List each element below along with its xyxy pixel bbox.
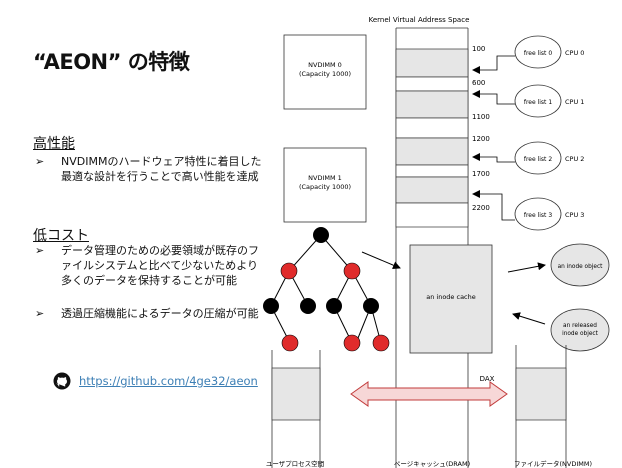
- tree-node-red: [280, 262, 298, 280]
- cpu-3-label: CPU 3: [565, 211, 584, 219]
- label-page-cache: ページキャッシュ(DRAM): [394, 460, 470, 468]
- bullet-marker: ➢: [35, 307, 45, 320]
- bullet-low-cost-2: ➢ 透過圧縮機能によるデータの圧縮が可能: [35, 306, 266, 321]
- nvdimm-1-capacity: (Capacity 1000): [299, 183, 351, 191]
- github-row: https://github.com/4ge32/aeon: [53, 372, 258, 390]
- address-2200: 2200: [472, 204, 490, 212]
- nvdimm-data-block: [515, 367, 567, 421]
- user-space-block: [271, 367, 321, 421]
- dax-label: DAX: [480, 375, 495, 383]
- free-list-0-arrow: [472, 55, 515, 74]
- free-list-2-arrow: [472, 153, 515, 163]
- free-list-3: free list 3 CPU 3: [472, 190, 584, 231]
- bullet-low-cost-1: ➢ データ管理のための必要領域が既存のファイルシステムと比べて少ないためより多く…: [35, 243, 267, 288]
- released-inode-label-2: inode object: [562, 331, 599, 337]
- free-list-1-label: free list 1: [524, 99, 552, 106]
- free-list-0-ellipse: [514, 35, 562, 69]
- free-list-2-ellipse: [514, 141, 562, 175]
- tree-to-cache-arrow: [361, 251, 401, 269]
- bullet-marker: ➢: [35, 155, 45, 168]
- bullet-text: NVDIMMのハードウェア特性に着目した最適な設計を行うことで高い性能を達成: [61, 155, 262, 183]
- inode-object-label: an inode object: [558, 264, 604, 270]
- free-list-3-ellipse: [514, 197, 562, 231]
- tree-node-root: [313, 227, 329, 243]
- kvas-segment-1: [395, 48, 469, 78]
- free-list-1: free list 1 CPU 1: [472, 84, 584, 118]
- address-1200: 1200: [472, 135, 490, 143]
- label-file-data: ファイルデータ(NVDIMM): [514, 459, 592, 468]
- tree-node-red: [343, 334, 361, 352]
- inode-object-ellipse: [550, 243, 610, 287]
- kvas-gap-3: [395, 164, 469, 178]
- github-icon: [53, 372, 71, 390]
- tree-node-red: [343, 262, 361, 280]
- released-to-cache-arrow: [512, 312, 546, 325]
- bullet-performance-1: ➢ NVDIMMのハードウェア特性に着目した最適な設計を行うことで高い性能を達成: [35, 154, 269, 184]
- kvas-segment-4: [395, 176, 469, 204]
- tree-node-black: [363, 298, 379, 314]
- address-100: 100: [472, 45, 485, 53]
- cache-to-inode-arrow: [507, 262, 546, 273]
- tree-node-black: [300, 298, 316, 314]
- free-list-1-arrow: [472, 90, 515, 105]
- free-list-0: free list 0 CPU 0: [472, 35, 584, 74]
- free-list-3-label: free list 3: [524, 212, 552, 219]
- bullet-marker: ➢: [35, 244, 45, 257]
- github-link[interactable]: https://github.com/4ge32/aeon: [79, 374, 258, 388]
- address-1100: 1100: [472, 113, 490, 121]
- free-list-0-label: free list 0: [524, 50, 552, 57]
- kvas-segments: [395, 48, 469, 228]
- inode-cache-label: an inode cache: [426, 293, 476, 301]
- inode-cache-box: [409, 244, 493, 354]
- cpu-0-label: CPU 0: [565, 49, 584, 57]
- kvas-gap-1: [395, 76, 469, 92]
- tree-node-red: [372, 334, 390, 352]
- heading-low-cost: 低コスト: [33, 228, 89, 244]
- free-list-3-arrow: [472, 190, 515, 221]
- nvdimm-0-label: NVDIMM 0: [308, 61, 342, 69]
- tree-node-red: [281, 334, 299, 352]
- released-inode-ellipse: [550, 308, 610, 352]
- label-user-process-space: ユーザプロセス空間: [266, 459, 324, 468]
- heading-performance: 高性能: [33, 136, 75, 152]
- tree-node-black: [263, 298, 279, 314]
- kvas-gap-4: [395, 202, 469, 228]
- address-1700: 1700: [472, 170, 490, 178]
- free-list-1-ellipse: [514, 84, 562, 118]
- kvas-gap-2: [395, 117, 469, 139]
- slide-title: “AEON” の特徴: [33, 50, 190, 74]
- cpu-2-label: CPU 2: [565, 155, 584, 163]
- address-600: 600: [472, 79, 485, 87]
- bullet-text: 透過圧縮機能によるデータの圧縮が可能: [61, 307, 259, 320]
- released-inode-label-1: an released: [563, 323, 597, 329]
- cpu-1-label: CPU 1: [565, 98, 584, 106]
- nvdimm-1-box: [283, 147, 367, 223]
- tree-node-black: [326, 298, 342, 314]
- kvas-segment-2: [395, 90, 469, 119]
- free-list-2: free list 2 CPU 2: [472, 141, 584, 175]
- kvas-title: Kernel Virtual Address Space: [369, 16, 470, 24]
- nvdimm-0-capacity: (Capacity 1000): [299, 70, 351, 78]
- bullet-text: データ管理のための必要領域が既存のファイルシステムと比べて少ないためより多くのデ…: [61, 244, 259, 287]
- dax-double-arrow: [350, 381, 508, 407]
- kvas-segment-3: [395, 137, 469, 166]
- red-black-tree: [270, 234, 382, 344]
- nvdimm-0-box: [283, 34, 367, 110]
- nvdimm-1-label: NVDIMM 1: [308, 174, 342, 182]
- free-list-2-label: free list 2: [524, 156, 552, 163]
